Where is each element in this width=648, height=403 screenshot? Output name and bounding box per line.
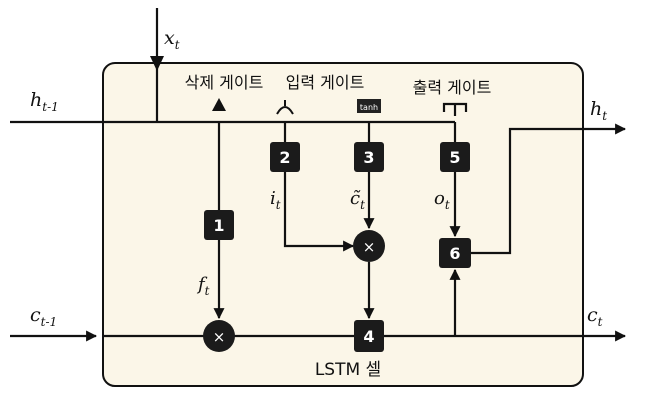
cell-label: LSTM 셀	[315, 360, 381, 380]
x-label: xt	[164, 27, 180, 52]
sigmoid-icon-forget	[212, 98, 226, 111]
output-gate-label: 출력 게이트	[413, 78, 492, 97]
svg-text:6: 6	[449, 244, 460, 263]
c-next-label: ct	[587, 304, 603, 329]
step-box-1: 1	[204, 210, 234, 240]
h-next-label: ht	[590, 98, 607, 123]
x-arrowhead	[150, 56, 164, 71]
tanh-icon-text: tanh	[360, 103, 378, 112]
svg-text:4: 4	[363, 327, 374, 346]
sigmoid-icon-input	[276, 106, 294, 115]
svg-text:3: 3	[363, 148, 374, 167]
o-label: ot	[434, 188, 450, 212]
input-gate-label: 입력 게이트	[286, 73, 365, 92]
c-tilde-label: c̃t	[350, 188, 365, 212]
step-box-4: 4	[354, 320, 384, 352]
svg-text:5: 5	[449, 148, 460, 167]
svg-text:×: ×	[363, 238, 376, 256]
h-prev-label: ht-1	[30, 89, 59, 114]
step-box-3: 3	[354, 142, 384, 172]
sigmoid-icon-output	[442, 102, 468, 116]
c-prev-label: ct-1	[30, 304, 57, 329]
forget-multiply-node: ×	[203, 320, 235, 352]
step-box-6: 6	[439, 238, 471, 268]
tanh-icon	[357, 99, 381, 113]
input-multiply-node: ×	[353, 230, 385, 262]
step-box-5: 5	[440, 142, 470, 172]
i-label: it	[270, 188, 281, 212]
forget-gate-label: 삭제 게이트	[185, 73, 264, 92]
step-box-2: 2	[270, 142, 300, 172]
svg-text:×: ×	[213, 328, 226, 346]
h-next-path	[471, 123, 627, 255]
svg-text:2: 2	[279, 148, 290, 167]
svg-text:1: 1	[213, 216, 224, 235]
